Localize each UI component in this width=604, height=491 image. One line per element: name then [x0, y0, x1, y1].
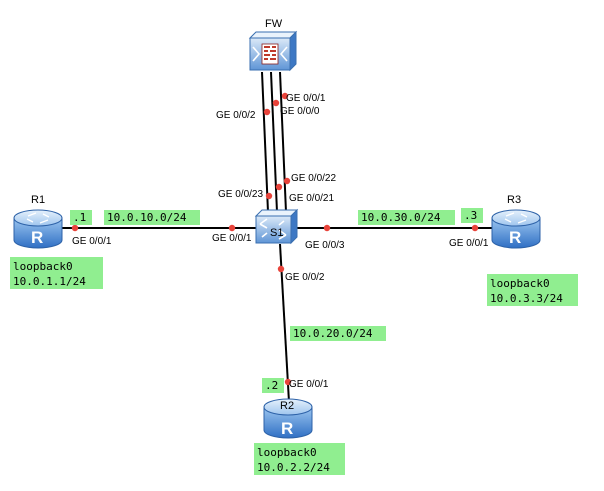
loopback-box-r1: loopback0 10.0.1.1/24	[10, 257, 103, 289]
host-id-label-r1: .1	[70, 210, 92, 225]
firewall-icon	[248, 30, 298, 72]
device-name-r1: R1	[31, 194, 45, 206]
port-dot-r2-ge001	[284, 378, 292, 386]
host-id-r3: .3	[464, 209, 477, 222]
svg-text:R: R	[509, 228, 521, 247]
subnet-10: 10.0.10.0/24	[107, 211, 187, 224]
subnet-20: 10.0.20.0/24	[293, 327, 373, 340]
router-icon: R	[13, 209, 63, 249]
device-name-s1: S1	[270, 227, 283, 239]
port-dot-s1-ge0023	[265, 192, 273, 200]
device-name-r2: R2	[280, 400, 294, 412]
svg-text:R: R	[31, 228, 43, 247]
loopback-box-r3: loopback0 10.0.3.3/24	[487, 274, 578, 306]
port-label-r3-ge001: GE 0/0/1	[449, 238, 489, 249]
port-label-fw-ge000: GE 0/0/0	[280, 106, 320, 117]
host-id-label-r3: .3	[461, 208, 483, 223]
host-id-label-r2: .2	[262, 378, 284, 393]
loopback-addr-r3: 10.0.3.3/24	[490, 292, 563, 305]
loopback-box-r2: loopback0 10.0.2.2/24	[254, 443, 345, 475]
device-r1[interactable]: R1 R	[13, 194, 63, 249]
link-fw-s1-a	[261, 71, 269, 213]
subnet-30: 10.0.30.0/24	[361, 211, 441, 224]
port-label-fw-ge001: GE 0/0/1	[286, 93, 326, 104]
loopback-addr-r1: 10.0.1.1/24	[13, 275, 86, 288]
link-fw-s1-b	[270, 71, 278, 213]
loopback-name-r2: loopback0	[257, 446, 317, 459]
loopback-name-r3: loopback0	[490, 277, 550, 290]
port-dot-s1-ge002	[277, 265, 285, 273]
port-dot-fw-ge001	[281, 92, 289, 100]
subnet-label-10: 10.0.10.0/24	[104, 210, 200, 225]
port-label-r1-ge001: GE 0/0/1	[72, 236, 112, 247]
device-r2[interactable]: R R2	[263, 398, 313, 439]
port-dot-r3-ge001	[471, 224, 479, 232]
device-name-fw: FW	[265, 18, 283, 30]
link-fw-s1-c	[279, 71, 287, 213]
loopback-name-r1: loopback0	[13, 260, 73, 273]
port-label-s1-ge0021: GE 0/0/21	[289, 193, 334, 204]
subnet-label-20: 10.0.20.0/24	[290, 326, 386, 341]
port-dot-r1-ge001	[71, 224, 79, 232]
host-id-r1: .1	[73, 211, 86, 224]
port-label-fw-ge002: GE 0/0/2	[216, 110, 256, 121]
port-label-s1-ge002: GE 0/0/2	[285, 272, 325, 283]
router-icon: R	[491, 209, 541, 249]
subnet-label-30: 10.0.30.0/24	[358, 210, 455, 225]
switch-icon	[254, 208, 299, 245]
port-dot-s1-ge003	[323, 224, 331, 232]
device-r3[interactable]: R3 R	[491, 194, 541, 249]
device-name-r3: R3	[507, 194, 521, 206]
port-dot-s1-ge001	[228, 224, 236, 232]
port-label-s1-ge003: GE 0/0/3	[305, 240, 345, 251]
loopback-addr-r2: 10.0.2.2/24	[257, 461, 330, 474]
port-label-r2-ge001: GE 0/0/1	[289, 379, 329, 390]
port-dot-fw-ge002	[263, 108, 271, 116]
svg-text:R: R	[281, 419, 293, 438]
router-icon: R	[263, 398, 313, 439]
port-dot-s1-ge0021	[283, 177, 291, 185]
port-dot-s1-ge0022	[275, 183, 283, 191]
port-dot-fw-ge000	[272, 99, 280, 107]
device-fw[interactable]: FW	[248, 18, 298, 72]
host-id-r2: .2	[265, 379, 278, 392]
port-label-s1-ge0022: GE 0/0/22	[291, 173, 336, 184]
device-s1[interactable]: S1	[254, 208, 299, 245]
port-label-s1-ge001: GE 0/0/1	[212, 233, 252, 244]
port-label-s1-ge0023: GE 0/0/23	[218, 189, 263, 200]
